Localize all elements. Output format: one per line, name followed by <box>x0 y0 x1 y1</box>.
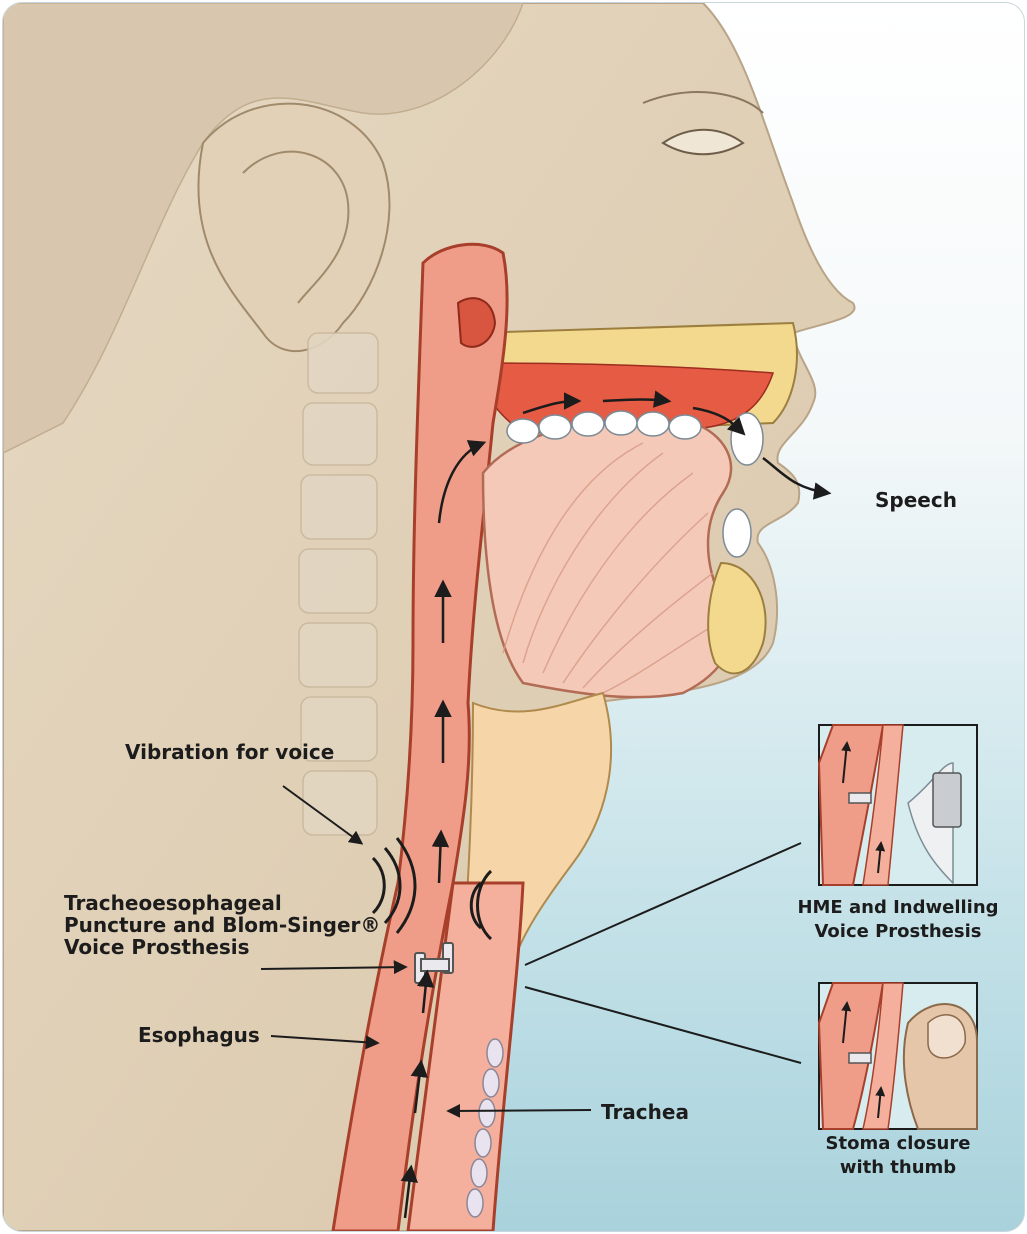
inset-hme <box>819 725 977 885</box>
label-hme-line-2: Voice Prosthesis <box>787 920 1009 944</box>
label-te-puncture-line-2: Puncture and Blom-Singer® <box>64 914 380 936</box>
label-stoma-line-1: Stoma closure <box>803 1132 993 1156</box>
label-stoma-closure: Stoma closure with thumb <box>803 1132 993 1180</box>
label-trachea: Trachea <box>601 1101 689 1123</box>
label-te-puncture-line-3: Voice Prosthesis <box>64 936 380 958</box>
tongue <box>483 420 731 698</box>
label-vibration-for-voice: Vibration for voice <box>125 741 334 763</box>
label-esophagus: Esophagus <box>138 1024 260 1046</box>
label-te-puncture-line-1: Tracheoesophageal <box>64 892 380 914</box>
label-hme-line-1: HME and Indwelling <box>787 896 1009 920</box>
label-te-puncture: Tracheoesophageal Puncture and Blom-Sing… <box>64 892 380 958</box>
label-speech: Speech <box>875 489 957 511</box>
label-stoma-line-2: with thumb <box>803 1156 993 1180</box>
label-hme-indwelling: HME and Indwelling Voice Prosthesis <box>787 896 1009 944</box>
inset-stoma <box>819 983 977 1129</box>
